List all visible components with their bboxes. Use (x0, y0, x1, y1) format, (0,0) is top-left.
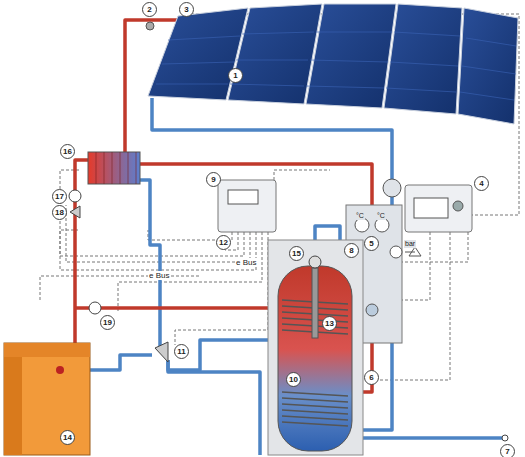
callout-number: 11 (174, 344, 189, 359)
callout-number: 1 (228, 68, 243, 83)
callout-number: 19 (100, 315, 115, 330)
unit-label: °C (376, 212, 386, 220)
callout-number: 14 (60, 430, 75, 445)
unit-label: °C (355, 212, 365, 220)
callout-number: 9 (206, 172, 221, 187)
callout-number: 6 (364, 370, 379, 385)
unit-label: bar (404, 240, 416, 248)
callout-number: 16 (60, 144, 75, 159)
callout-number: 2 (142, 2, 157, 17)
callout-number: 4 (474, 176, 489, 191)
callout-number: 3 (179, 2, 194, 17)
callout-number: 15 (289, 246, 304, 261)
bus-label: e Bus (148, 271, 170, 280)
callout-number: 13 (322, 316, 337, 331)
callout-number: 12 (216, 235, 231, 250)
callout-number: 8 (344, 243, 359, 258)
callout-number: 5 (364, 236, 379, 251)
callout-number: 10 (286, 372, 301, 387)
callout-number: 7 (500, 444, 515, 457)
callout-number: 17 (52, 189, 67, 204)
callout-number: 18 (52, 205, 67, 220)
bus-label: e Bus (235, 258, 257, 267)
